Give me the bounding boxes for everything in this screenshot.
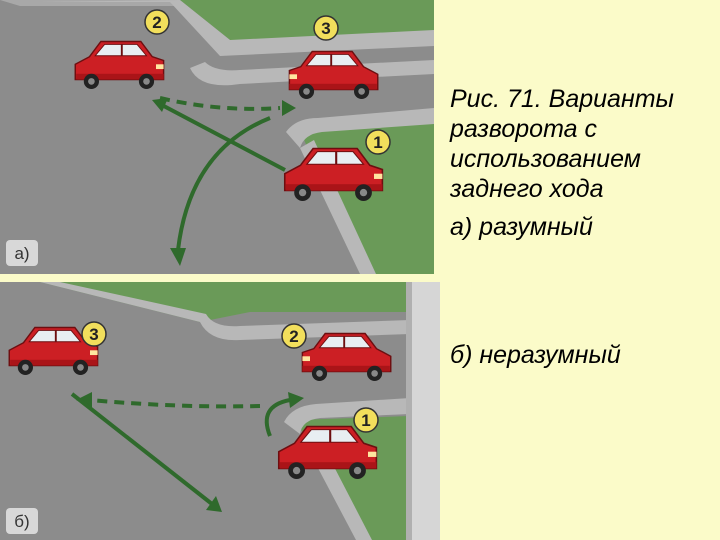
illustration-panel-a: 2 3 1 а) <box>0 0 434 274</box>
marker-2: 2 <box>144 9 170 35</box>
panel-a-drawing: 2 3 1 а) <box>0 0 434 274</box>
forward-path-arrow-2 <box>70 392 214 506</box>
reverse-path-arrow <box>89 398 261 409</box>
panel-a-label: а) <box>6 240 38 266</box>
marker-1-label: 1 <box>361 411 370 430</box>
curb-right <box>284 398 410 434</box>
caption-title-line-1: Рис. 71. Варианты <box>450 85 674 113</box>
forward-path-arrow-2 <box>176 116 271 251</box>
marker-2-label: 2 <box>152 13 161 32</box>
caption-title-line-4: заднего хода <box>450 175 604 203</box>
curb-top <box>40 282 410 341</box>
marker-1-label: 1 <box>373 133 382 152</box>
reverse-path-arrow <box>159 96 281 111</box>
marker-2: 2 <box>281 323 307 349</box>
panel-b-label: б) <box>6 508 38 534</box>
marker-2-label: 2 <box>289 327 298 346</box>
caption-title-line-3: использованием <box>450 145 641 173</box>
forward-path-arrow-1 <box>264 398 291 437</box>
caption-option-a: а) разумный <box>450 213 593 241</box>
marker-1: 1 <box>353 407 379 433</box>
curb-right <box>286 108 434 148</box>
panel-a-label-text: а) <box>14 244 29 263</box>
marker-3: 3 <box>313 15 339 41</box>
marker-3-label: 3 <box>89 325 98 344</box>
marker-3: 3 <box>81 321 107 347</box>
panel-b-drawing: 3 2 1 б) <box>0 282 440 540</box>
panel-b-label-text: б) <box>14 512 29 531</box>
curb-top <box>40 0 434 56</box>
figure-caption-title: Рис. 71. Варианты разворота с использова… <box>450 84 710 204</box>
grass-top <box>40 282 410 322</box>
illustration-panel-b: 3 2 1 б) <box>0 282 440 540</box>
sidewalk-strip <box>410 282 440 540</box>
caption-option-b: б) неразумный <box>450 341 621 369</box>
marker-3-label: 3 <box>321 19 330 38</box>
forward-path-arrow-1 <box>159 102 286 172</box>
marker-1: 1 <box>365 129 391 155</box>
caption-title-line-2: разворота с <box>450 115 597 143</box>
